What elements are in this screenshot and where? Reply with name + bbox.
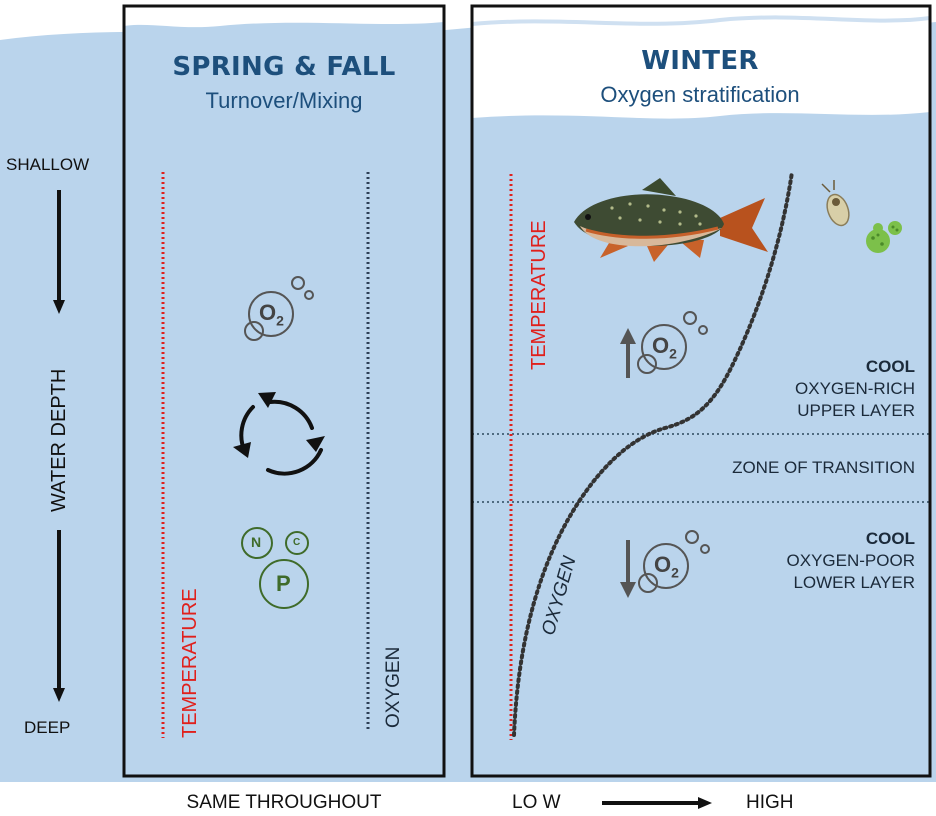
nitrogen-label: N	[251, 534, 262, 550]
winter-water	[472, 6, 930, 776]
bottom-band	[0, 782, 936, 816]
oxygen-bubble-icon	[244, 276, 314, 341]
carbon-label: C	[293, 537, 301, 548]
oxygen-down-arrow-icon	[620, 540, 636, 598]
upper-layer-bold: COOL	[865, 357, 915, 376]
lower-layer-line1: OXYGEN-POOR	[786, 551, 915, 570]
low-to-high-arrow-icon	[602, 797, 712, 809]
nitrogen-icon	[241, 527, 273, 559]
phosphorus-icon	[259, 559, 309, 609]
zooplankton-icon	[821, 180, 850, 227]
winter-oxygen-upper-symbol: O2	[652, 333, 677, 362]
ice-layer	[472, 6, 930, 119]
carbon-icon	[285, 531, 309, 555]
winter-temperature-label: TEMPERATURE	[528, 220, 550, 370]
spring-fall-water	[124, 6, 444, 776]
spring-fall-subtitle: Turnover/Mixing	[205, 88, 363, 113]
upper-layer-label: COOL OXYGEN-RICH UPPER LAYER	[795, 356, 915, 422]
spring-fall-oxygen-label: OXYGEN	[383, 646, 404, 728]
lower-layer-bold: COOL	[865, 529, 915, 548]
lower-layer-label: COOL OXYGEN-POOR LOWER LAYER	[787, 528, 915, 594]
winter-title: WINTER	[641, 46, 759, 76]
same-throughout-label: SAME THROUGHOUT	[186, 792, 382, 813]
phosphorus-label: P	[276, 571, 291, 596]
oxygen-up-arrow-icon	[620, 328, 636, 378]
winter-oxygen-lower-symbol: O2	[654, 552, 679, 581]
low-label: LO W	[512, 792, 561, 813]
spring-fall-frame	[122, 4, 446, 778]
depth-arrow-lower-icon	[53, 530, 65, 702]
trout-icon	[574, 178, 768, 262]
depth-arrow-upper-icon	[53, 190, 65, 314]
ice-shading	[472, 15, 930, 26]
winter-oxygen-curve	[512, 170, 794, 737]
high-label: HIGH	[746, 792, 794, 813]
oxygen-bubble-upper-icon	[637, 311, 708, 374]
winter-frame	[470, 4, 932, 778]
spring-fall-surface	[124, 6, 444, 28]
algae-icon	[866, 221, 902, 253]
mixing-arrowheads	[233, 392, 325, 458]
shallow-label: SHALLOW	[6, 155, 90, 174]
spring-fall-temperature-label: TEMPERATURE	[179, 588, 201, 738]
oxygen-symbol-label: O2	[259, 300, 284, 329]
transition-zone-label: ZONE OF TRANSITION	[732, 458, 915, 477]
water-depth-label: WATER DEPTH	[48, 368, 70, 512]
upper-layer-line2: UPPER LAYER	[797, 401, 915, 420]
deep-label: DEEP	[24, 718, 71, 737]
spring-fall-title: SPRING & FALL	[172, 52, 396, 82]
nutrient-icons	[241, 527, 309, 609]
oxygen-bubble-lower-icon	[638, 530, 710, 593]
upper-layer-line1: OXYGEN-RICH	[795, 379, 915, 398]
winter-subtitle: Oxygen stratification	[600, 82, 800, 107]
lower-layer-line2: LOWER LAYER	[793, 573, 915, 592]
